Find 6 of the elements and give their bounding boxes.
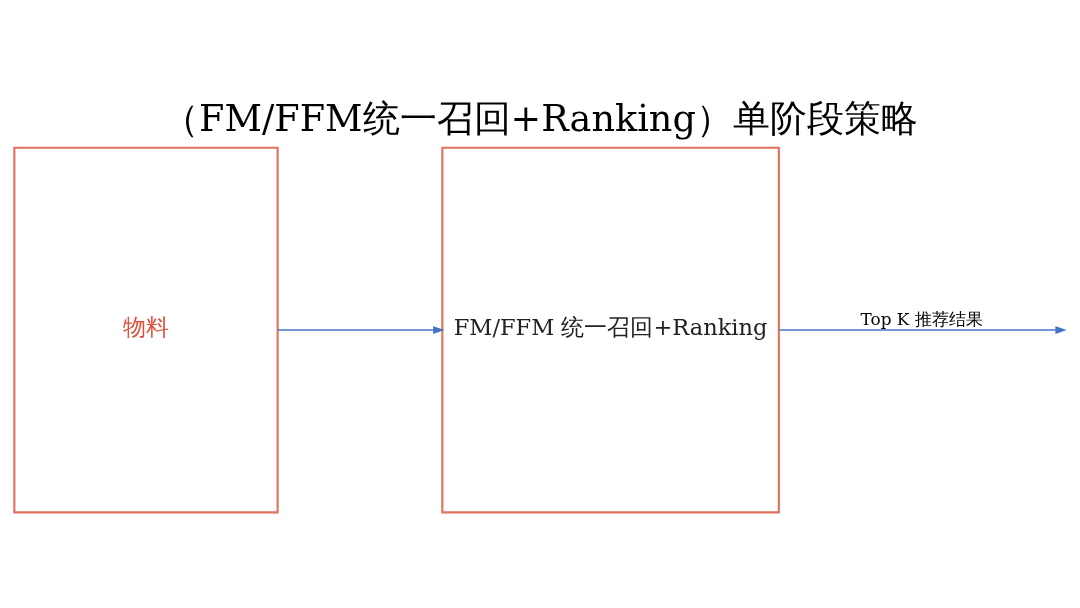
arrow xyxy=(277,326,445,334)
arrow xyxy=(778,326,1067,334)
node-box: FM/FFM 统一召回+Ranking xyxy=(441,146,780,514)
diagram-title: （FM/FFM统一召回+Ranking）单阶段策略 xyxy=(162,96,918,140)
node-box: 物料 xyxy=(13,146,279,514)
edge-label: Top K 推荐结果 xyxy=(860,309,983,330)
